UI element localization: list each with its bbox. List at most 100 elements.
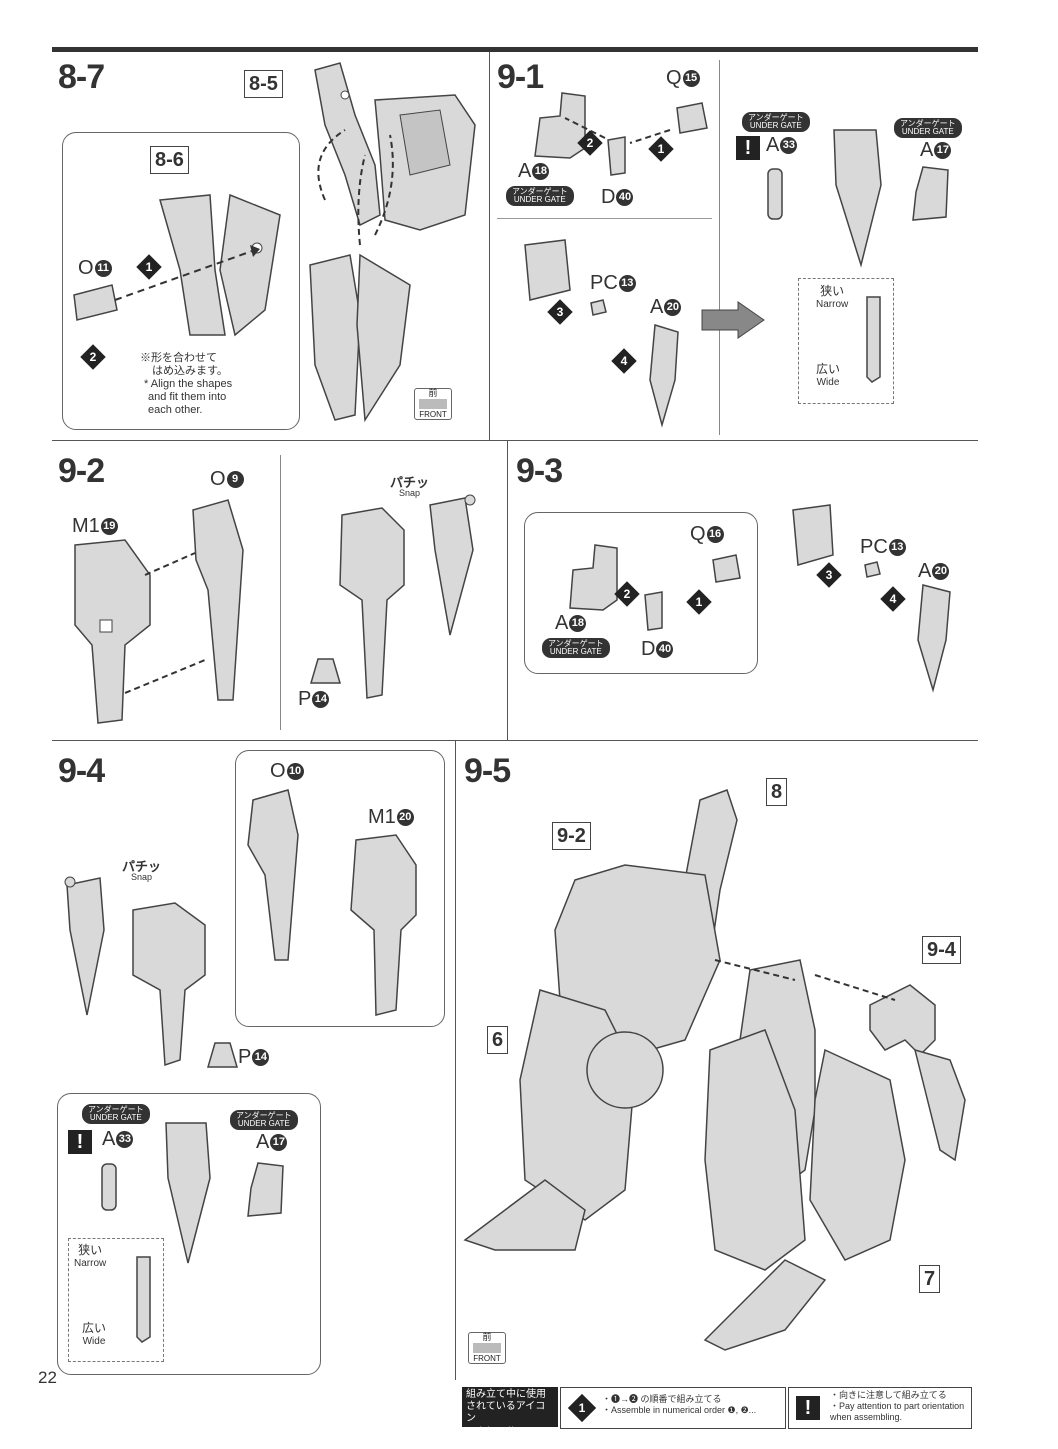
part-drawing-8-6 bbox=[159, 193, 281, 337]
step-title-9-5: 9-5 bbox=[464, 752, 511, 790]
legend-order-box bbox=[560, 1387, 786, 1429]
part-drawing-D40-9-3 bbox=[644, 591, 663, 631]
ref-box-9-4: 9-4 bbox=[922, 936, 961, 964]
part-drawing-A17-9-4 bbox=[247, 1162, 284, 1217]
col-divider-9-2-inner bbox=[280, 455, 281, 730]
narrow-wide-detail-9-4 bbox=[68, 1238, 164, 1362]
inset-9-4-top bbox=[235, 750, 445, 1027]
legend-order-icon: 1 bbox=[567, 1393, 597, 1423]
legend-orientation-text: ・向きに注意して組み立てる ・Pay attention to part ori… bbox=[830, 1390, 965, 1422]
ref-box-6: 6 bbox=[487, 1026, 509, 1054]
warning-icon: ! bbox=[736, 136, 760, 160]
part-drawing-9-4-assembly bbox=[132, 902, 206, 1067]
part-drawing-O10 bbox=[247, 789, 299, 961]
top-rule bbox=[52, 47, 978, 52]
step-marker-9-1-2: 2 bbox=[577, 130, 603, 156]
part-drawing-A33-detail-9-4 bbox=[136, 1256, 151, 1343]
part-drawing-A20 bbox=[649, 324, 679, 428]
step-marker-9-1-1: 1 bbox=[648, 136, 674, 162]
part-drawing-9-4-inset-blade bbox=[165, 1122, 211, 1264]
col-divider-8-7 bbox=[489, 52, 490, 440]
part-drawing-Q16 bbox=[712, 554, 741, 583]
warning-icon-9-4: ! bbox=[68, 1130, 92, 1154]
page-number: 22 bbox=[38, 1368, 57, 1387]
part-drawing-A33 bbox=[767, 168, 783, 220]
narrow-wide-detail-9-1 bbox=[798, 278, 894, 404]
arrows-9-1 bbox=[564, 117, 671, 144]
inset-8-6 bbox=[62, 132, 300, 430]
inset-9-3 bbox=[524, 512, 758, 674]
step-title-9-1: 9-1 bbox=[497, 58, 544, 96]
part-drawing-D40 bbox=[607, 136, 626, 176]
legend-order-text: ・❶→❷ の順番で組み立てる ・Assemble in numerical or… bbox=[602, 1394, 757, 1415]
part-drawing-9-3-subassembly bbox=[792, 504, 834, 566]
part-drawing-8-5-assembly bbox=[314, 62, 476, 231]
part-drawing-9-1-subassembly bbox=[524, 239, 571, 301]
part-drawing-A17 bbox=[912, 166, 949, 221]
part-drawing-A18 bbox=[534, 92, 586, 159]
col-divider-9-2 bbox=[507, 440, 508, 740]
part-drawing-P14-9-2 bbox=[310, 658, 341, 684]
note-align-shapes: ※形を合わせて はめ込みます。 * Align the shapes and f… bbox=[140, 352, 233, 416]
arrow-8-7-step1 bbox=[114, 245, 260, 301]
arrows-9-2-left bbox=[124, 552, 206, 694]
ref-box-8: 8 bbox=[766, 778, 788, 806]
step-title-8-7: 8-7 bbox=[58, 58, 105, 96]
step-marker-9-1-3: 3 bbox=[547, 299, 573, 325]
ref-box-8-5: 8-5 bbox=[244, 70, 283, 98]
ref-box-8-6: 8-6 bbox=[150, 146, 189, 174]
step-title-9-3: 9-3 bbox=[516, 452, 563, 490]
part-drawing-A33-detail bbox=[866, 296, 881, 383]
part-drawing-9-4-blade bbox=[64, 876, 105, 1016]
col-divider-9-4 bbox=[455, 740, 456, 1380]
part-drawing-PC13-9-3 bbox=[864, 561, 881, 578]
step-marker-9-3-1: 1 bbox=[686, 589, 712, 615]
part-drawing-M1-19 bbox=[74, 539, 151, 724]
part-drawing-9-5-full-assembly bbox=[463, 789, 966, 1351]
part-drawing-A33-9-4 bbox=[101, 1163, 117, 1211]
inset-9-4-bottom bbox=[57, 1093, 321, 1375]
step-marker-9-3-4: 4 bbox=[880, 586, 906, 612]
step-marker-9-3-2: 2 bbox=[614, 581, 640, 607]
col-divider-9-1 bbox=[719, 60, 720, 435]
row-divider-2 bbox=[52, 740, 978, 741]
big-arrow-right bbox=[701, 301, 765, 339]
part-drawing-P14-9-4 bbox=[207, 1042, 238, 1068]
divider-9-1-inner bbox=[497, 218, 712, 219]
step-marker-1: 1 bbox=[136, 254, 162, 280]
step-marker-9-1-4: 4 bbox=[611, 348, 637, 374]
part-drawing-O11 bbox=[73, 284, 118, 321]
step-marker-9-3-3: 3 bbox=[816, 562, 842, 588]
part-drawing-8-6-assembly bbox=[309, 129, 411, 423]
step-title-9-4: 9-4 bbox=[58, 752, 105, 790]
